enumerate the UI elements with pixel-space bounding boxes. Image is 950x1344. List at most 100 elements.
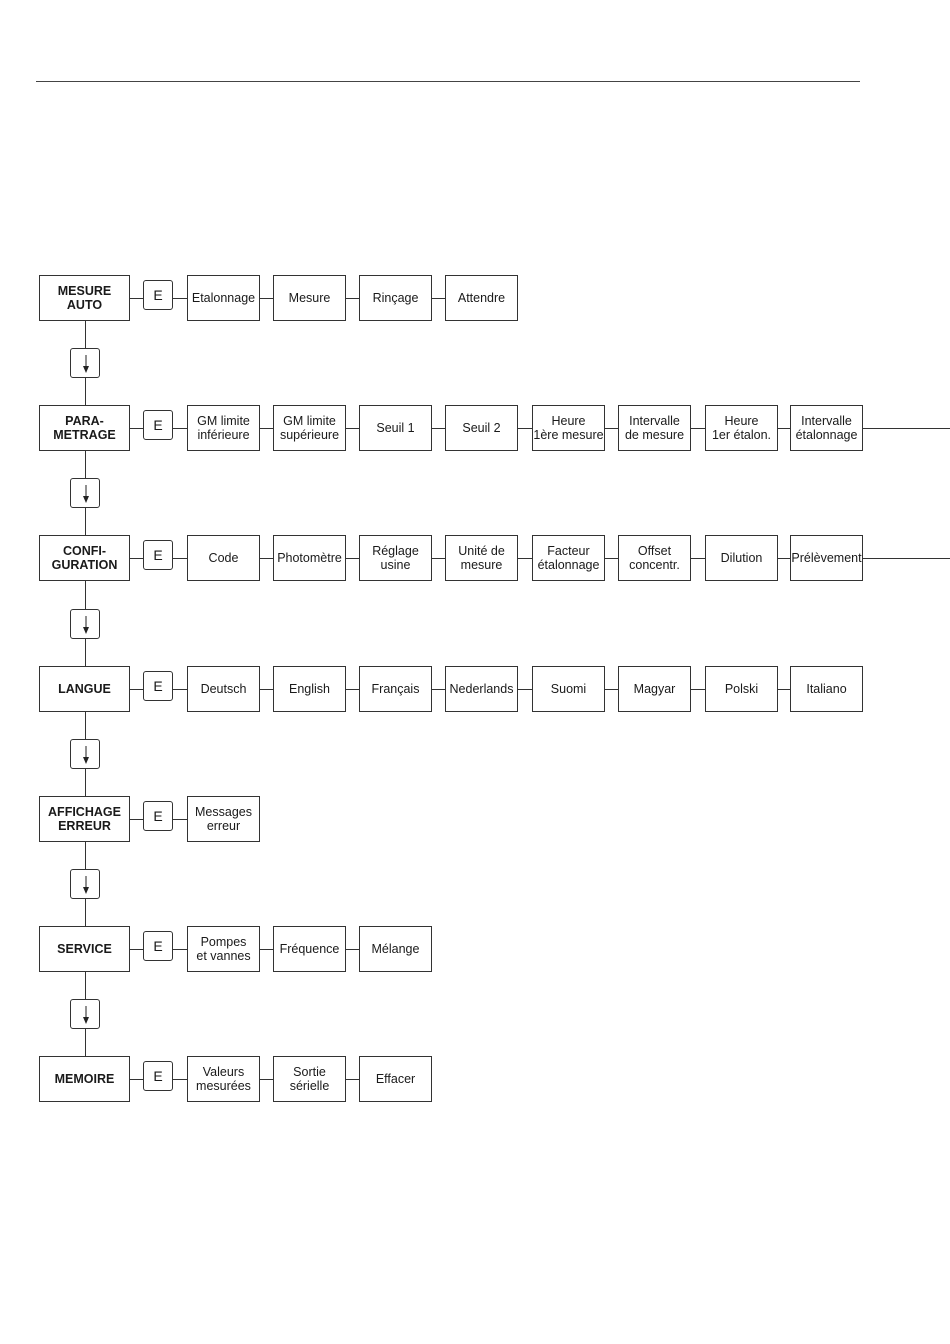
connector-line [260,1079,273,1080]
connector-line [518,428,532,429]
submenu-item[interactable]: Offset concentr. [618,535,691,581]
submenu-item[interactable]: Magyar [618,666,691,712]
continuation-line [863,428,950,429]
connector-line [778,558,790,559]
down-arrow-icon[interactable] [69,348,100,378]
submenu-item[interactable]: Seuil 1 [359,405,432,451]
connector-line [84,899,86,926]
connector-line [260,298,273,299]
enter-key-button[interactable]: E [143,1061,173,1091]
down-arrow-icon[interactable] [69,739,100,769]
down-arrow-icon[interactable] [69,999,100,1029]
menu-box[interactable]: MESURE AUTO [39,275,130,321]
submenu-item[interactable]: Français [359,666,432,712]
connector-line [173,428,187,429]
menu-box[interactable]: CONFI- GURATION [39,535,130,581]
submenu-item[interactable]: Rinçage [359,275,432,321]
menu-box[interactable]: SERVICE [39,926,130,972]
connector-line [432,558,445,559]
connector-line [84,581,86,609]
connector-line [84,378,86,405]
enter-key-button[interactable]: E [143,671,173,701]
connector-line [691,558,705,559]
submenu-item[interactable]: English [273,666,346,712]
submenu-item[interactable]: Intervalle étalonnage [790,405,863,451]
connector-line [84,842,86,869]
connector-line [778,428,790,429]
submenu-item[interactable]: Mélange [359,926,432,972]
submenu-item[interactable]: Etalonnage [187,275,260,321]
down-arrow-icon[interactable] [69,478,100,508]
submenu-item[interactable]: Prélèvement [790,535,863,581]
submenu-item[interactable]: GM limite inférieure [187,405,260,451]
submenu-item[interactable]: Valeurs mesurées [187,1056,260,1102]
submenu-item[interactable]: Unité de mesure [445,535,518,581]
connector-line [605,689,618,690]
enter-key-button[interactable]: E [143,801,173,831]
connector-line [130,819,143,820]
submenu-item[interactable]: Pompes et vannes [187,926,260,972]
connector-line [518,558,532,559]
connector-line [346,689,359,690]
menu-box[interactable]: MEMOIRE [39,1056,130,1102]
submenu-item[interactable]: Facteur étalonnage [532,535,605,581]
menu-box[interactable]: LANGUE [39,666,130,712]
submenu-item[interactable]: Photomètre [273,535,346,581]
submenu-item[interactable]: Heure 1ère mesure [532,405,605,451]
connector-line [432,298,445,299]
submenu-item[interactable]: Deutsch [187,666,260,712]
connector-line [605,428,618,429]
connector-line [260,428,273,429]
connector-line [605,558,618,559]
enter-key-button[interactable]: E [143,410,173,440]
connector-line [346,298,359,299]
submenu-item[interactable]: GM limite supérieure [273,405,346,451]
connector-line [84,451,86,478]
submenu-item[interactable]: Dilution [705,535,778,581]
submenu-item[interactable]: Italiano [790,666,863,712]
menu-box[interactable]: PARA- METRAGE [39,405,130,451]
submenu-item[interactable]: Heure 1er étalon. [705,405,778,451]
submenu-item[interactable]: Nederlands [445,666,518,712]
connector-line [130,428,143,429]
connector-line [130,949,143,950]
submenu-item[interactable]: Attendre [445,275,518,321]
connector-line [518,689,532,690]
submenu-item[interactable]: Suomi [532,666,605,712]
down-arrow-icon[interactable] [69,609,100,639]
connector-line [84,972,86,999]
connector-line [173,949,187,950]
enter-key-button[interactable]: E [143,280,173,310]
submenu-item[interactable]: Mesure [273,275,346,321]
submenu-item[interactable]: Sortie sérielle [273,1056,346,1102]
connector-line [173,558,187,559]
menu-box[interactable]: AFFICHAGE ERREUR [39,796,130,842]
connector-line [173,1079,187,1080]
connector-line [173,298,187,299]
connector-line [130,298,143,299]
connector-line [260,558,273,559]
submenu-item[interactable]: Intervalle de mesure [618,405,691,451]
enter-key-button[interactable]: E [143,931,173,961]
submenu-item[interactable]: Seuil 2 [445,405,518,451]
submenu-item[interactable]: Réglage usine [359,535,432,581]
connector-line [432,689,445,690]
connector-line [84,321,86,348]
submenu-item[interactable]: Code [187,535,260,581]
connector-line [173,689,187,690]
connector-line [691,689,705,690]
submenu-item[interactable]: Messages erreur [187,796,260,842]
continuation-line [863,558,950,559]
connector-line [130,558,143,559]
connector-line [84,508,86,535]
connector-line [84,1029,86,1056]
submenu-item[interactable]: Polski [705,666,778,712]
submenu-item[interactable]: Effacer [359,1056,432,1102]
enter-key-button[interactable]: E [143,540,173,570]
connector-line [432,428,445,429]
connector-line [346,1079,359,1080]
submenu-item[interactable]: Fréquence [273,926,346,972]
connector-line [346,949,359,950]
down-arrow-icon[interactable] [69,869,100,899]
connector-line [173,819,187,820]
